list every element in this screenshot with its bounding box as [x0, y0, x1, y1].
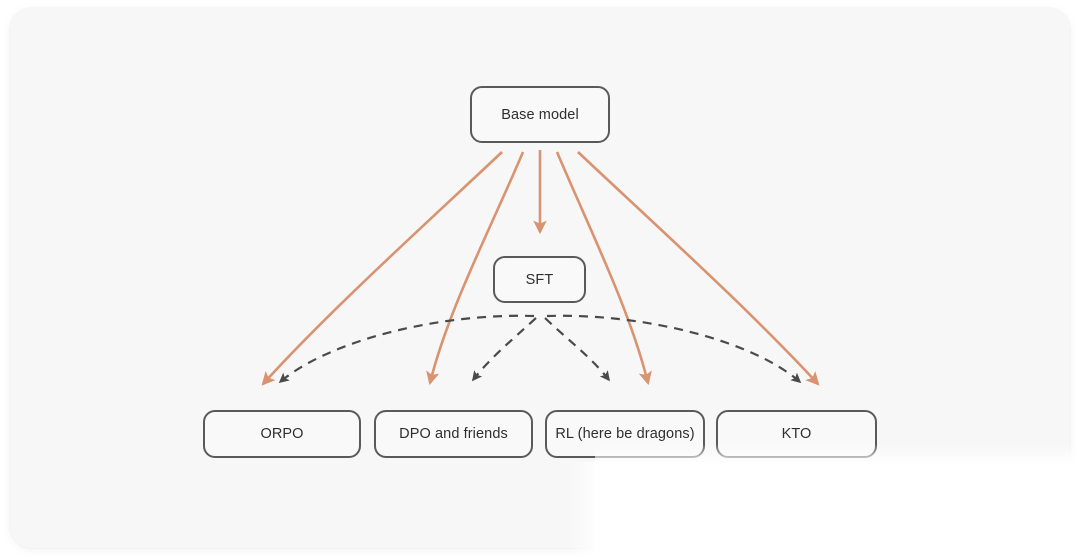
node-kto-label: KTO [781, 426, 812, 442]
edge-base-to-rl [555, 151, 652, 386]
node-rl-here-be-dragons[interactable]: RL (here be dragons) [545, 410, 705, 458]
node-orpo-label: ORPO [260, 426, 304, 442]
node-base-model-label: Base model [501, 106, 579, 123]
edge-sft-to-rl [544, 317, 610, 382]
dashed-edges-group [278, 314, 802, 384]
edge-base-to-kto [577, 151, 820, 386]
node-dpo-and-friends-label: DPO and friends [399, 426, 508, 442]
node-base-model[interactable]: Base model [470, 86, 610, 143]
edge-sft-to-kto [546, 314, 802, 384]
node-orpo[interactable]: ORPO [203, 410, 361, 458]
node-sft[interactable]: SFT [493, 256, 586, 303]
node-rl-here-be-dragons-label: RL (here be dragons) [555, 426, 695, 442]
node-dpo-and-friends[interactable]: DPO and friends [374, 410, 533, 458]
edge-base-to-orpo [261, 151, 503, 386]
edge-sft-to-orpo [278, 314, 535, 384]
edge-base-to-dpo [426, 151, 525, 386]
solid-edges-group [261, 150, 820, 386]
node-kto[interactable]: KTO [716, 410, 877, 458]
edge-sft-to-dpo [472, 317, 537, 382]
node-sft-label: SFT [525, 271, 554, 288]
